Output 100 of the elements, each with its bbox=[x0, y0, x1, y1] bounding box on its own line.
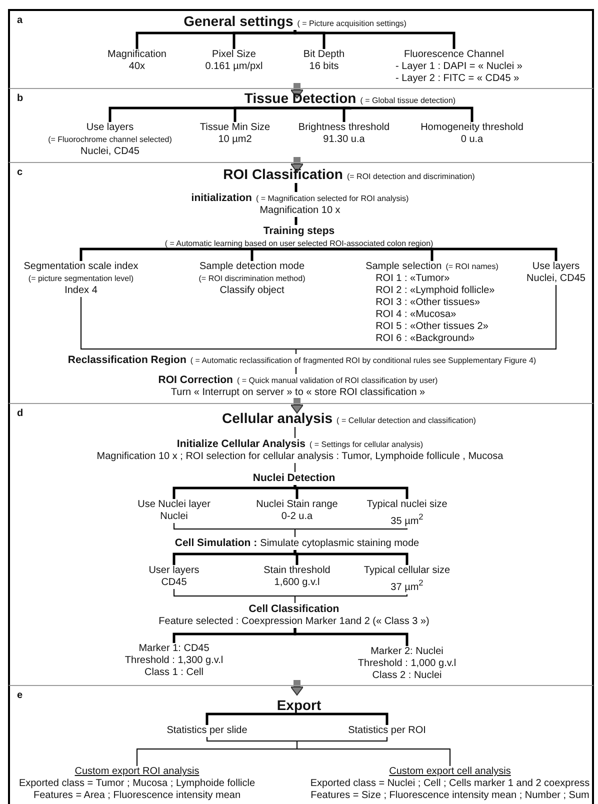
note-text: ( = Global tissue detection) bbox=[360, 96, 456, 105]
setting-text: 1,600 g.v.l bbox=[274, 577, 320, 588]
panel-letter: b bbox=[17, 93, 24, 104]
note-text: ( = Cellular detection and classification) bbox=[336, 416, 476, 425]
setting-text: Segmentation scale index bbox=[24, 261, 138, 272]
note-text: ( = Automatic learning based on user selected ROI-associated colon region) bbox=[164, 239, 434, 248]
setting-text: Marker 1: CD45 bbox=[138, 643, 210, 654]
bracket-line bbox=[206, 712, 298, 725]
setting-text: CD45 bbox=[161, 577, 187, 588]
note-text: (= Fluorochrome channel selected) bbox=[48, 135, 172, 144]
setting-text: Threshold : 1,300 g.v.l bbox=[124, 655, 224, 666]
setting-text: Sample detection mode bbox=[199, 261, 305, 272]
setting-text: Nuclei Stain range bbox=[256, 499, 338, 510]
section-heading: Export bbox=[276, 697, 322, 713]
note-text: (= ROI names) bbox=[446, 262, 498, 271]
setting-text: Nuclei, CD45 bbox=[80, 146, 140, 157]
setting-text: Exported class = Nuclei ; Cell ; Cells marker 1 and 2 coexpress bbox=[310, 778, 590, 789]
setting-text: 0-2 u.a bbox=[281, 511, 313, 522]
setting-text: Class 2 : Nuclei bbox=[372, 670, 442, 681]
section-panel bbox=[8, 88, 594, 162]
setting-text: Typical nuclei size bbox=[366, 499, 448, 510]
setting-text: 0.161 µm/pxl bbox=[205, 61, 263, 72]
export-heading: Custom export ROI analysis bbox=[74, 766, 200, 777]
bracket-line bbox=[172, 485, 296, 499]
list-item: ROI 5 : «Other tissues 2» bbox=[376, 321, 488, 332]
section-panel bbox=[8, 9, 594, 88]
panel-letter: e bbox=[17, 690, 23, 701]
setting-text: Exported class = Tumor ; Mucosa ; Lymphoide follicle bbox=[18, 778, 256, 789]
list-item: - Layer 2 : FITC = « CD45 » bbox=[396, 73, 520, 84]
setting-text: Simulate cytoplasmic staining mode bbox=[260, 538, 420, 549]
bracket-line bbox=[342, 106, 352, 122]
setting-text: Features = Area ; Fluorescence intensity mean bbox=[33, 790, 241, 801]
setting-text: Features = Size ; Fluorescence intensity mean ; Number ; Sum bbox=[310, 790, 590, 801]
connector-line bbox=[294, 594, 408, 604]
block-arrow bbox=[290, 680, 304, 696]
setting-text: Brightness threshold bbox=[298, 122, 390, 133]
block-arrow bbox=[290, 398, 304, 414]
setting-text: Typical cellular size bbox=[364, 565, 450, 576]
note-text: ( = Picture acquisition settings) bbox=[297, 19, 406, 28]
connector-line bbox=[294, 462, 296, 472]
step-heading: Reclassification Region bbox=[68, 354, 186, 366]
note-text: ( = Automatic reclassification of fragmented ROI by conditional rules see Supplementary Figure 4) bbox=[190, 356, 536, 365]
section-panel bbox=[8, 685, 594, 804]
setting-text: Tissue Min Size bbox=[200, 122, 270, 133]
setting-text: Homogeneity threshold bbox=[420, 122, 524, 133]
bracket-line bbox=[296, 712, 388, 725]
setting-text: Magnification 10 x ; ROI selection for cellular analysis : Tumor, Lymphoide follicule , Mucosa bbox=[96, 451, 504, 462]
step-heading: Training steps bbox=[263, 225, 335, 237]
step-heading: Cell Simulation : bbox=[174, 537, 258, 549]
setting-text: Marker 2: Nuclei bbox=[370, 646, 444, 657]
list-item: - Layer 1 : DAPI = « Nuclei » bbox=[396, 61, 522, 72]
section-panel bbox=[8, 403, 594, 685]
setting-text: Index 4 bbox=[64, 285, 98, 296]
bracket-line bbox=[294, 628, 408, 646]
setting-text: 91.30 u.a bbox=[323, 134, 365, 145]
step-heading: ROI Correction bbox=[158, 374, 233, 386]
block-arrow bbox=[290, 83, 304, 98]
list-item: ROI 1 : «Tumor» bbox=[376, 273, 450, 284]
setting-text: Feature selected : Coexpression Marker 1and 2 (« Class 3 ») bbox=[158, 616, 430, 627]
connector-line bbox=[294, 528, 408, 538]
list-item: ROI 2 : «Lymphoid follicle» bbox=[376, 285, 495, 296]
note-text: ( = Settings for cellular analysis) bbox=[309, 440, 424, 449]
note-text: ( = Quick manual validation of ROI classification by user) bbox=[236, 376, 438, 385]
bracket-line bbox=[294, 485, 408, 499]
list-item: ROI 4 : «Mucosa» bbox=[376, 309, 456, 320]
setting-text: Bit Depth bbox=[303, 49, 345, 60]
setting-text: Use Nuclei layer bbox=[138, 499, 210, 510]
section-panel bbox=[8, 162, 594, 403]
note-text: ( = Magnification selected for ROI analysis) bbox=[256, 194, 409, 203]
setting-text: Statistics per ROI bbox=[348, 725, 426, 736]
setting-text: 35 µm$^{2}$ bbox=[390, 516, 424, 528]
panel-letter: c bbox=[17, 167, 23, 178]
setting-text: Fluorescence Channel bbox=[404, 49, 504, 60]
panel-letter: d bbox=[17, 408, 24, 419]
section-heading: Cellular analysis bbox=[222, 410, 333, 426]
bracket-line bbox=[172, 550, 296, 565]
setting-text: Stain threshold bbox=[264, 565, 330, 576]
bracket-line bbox=[232, 30, 296, 49]
setting-text: Pixel Size bbox=[212, 49, 256, 60]
setting-text: Class 1 : Cell bbox=[144, 667, 204, 678]
bracket-line bbox=[294, 183, 298, 192]
block-arrow bbox=[290, 157, 304, 172]
setting-text: Magnification bbox=[108, 49, 166, 60]
step-heading: Initialize Cellular Analysis bbox=[176, 438, 306, 450]
step-heading: Nuclei Detection bbox=[252, 472, 336, 484]
bracket-line bbox=[348, 106, 474, 122]
setting-text: Use layers bbox=[86, 122, 134, 133]
setting-text: Classify object bbox=[220, 285, 284, 296]
note-text: (= picture segmentation level) bbox=[28, 274, 134, 283]
setting-text: 40x bbox=[128, 61, 146, 72]
note-text: (= ROI detection and discrimination) bbox=[346, 172, 475, 181]
setting-text: 16 bits bbox=[309, 61, 339, 72]
note-text: (= ROI discrimination method) bbox=[198, 274, 306, 283]
setting-text: Sample selection bbox=[366, 261, 442, 272]
connector-line bbox=[294, 426, 296, 438]
section-heading: Tissue Detection bbox=[244, 90, 356, 106]
step-heading: Cell Classification bbox=[248, 603, 340, 615]
bracket-line bbox=[294, 30, 456, 49]
bracket-line bbox=[294, 217, 298, 225]
setting-text: Magnification 10 x bbox=[260, 205, 340, 216]
